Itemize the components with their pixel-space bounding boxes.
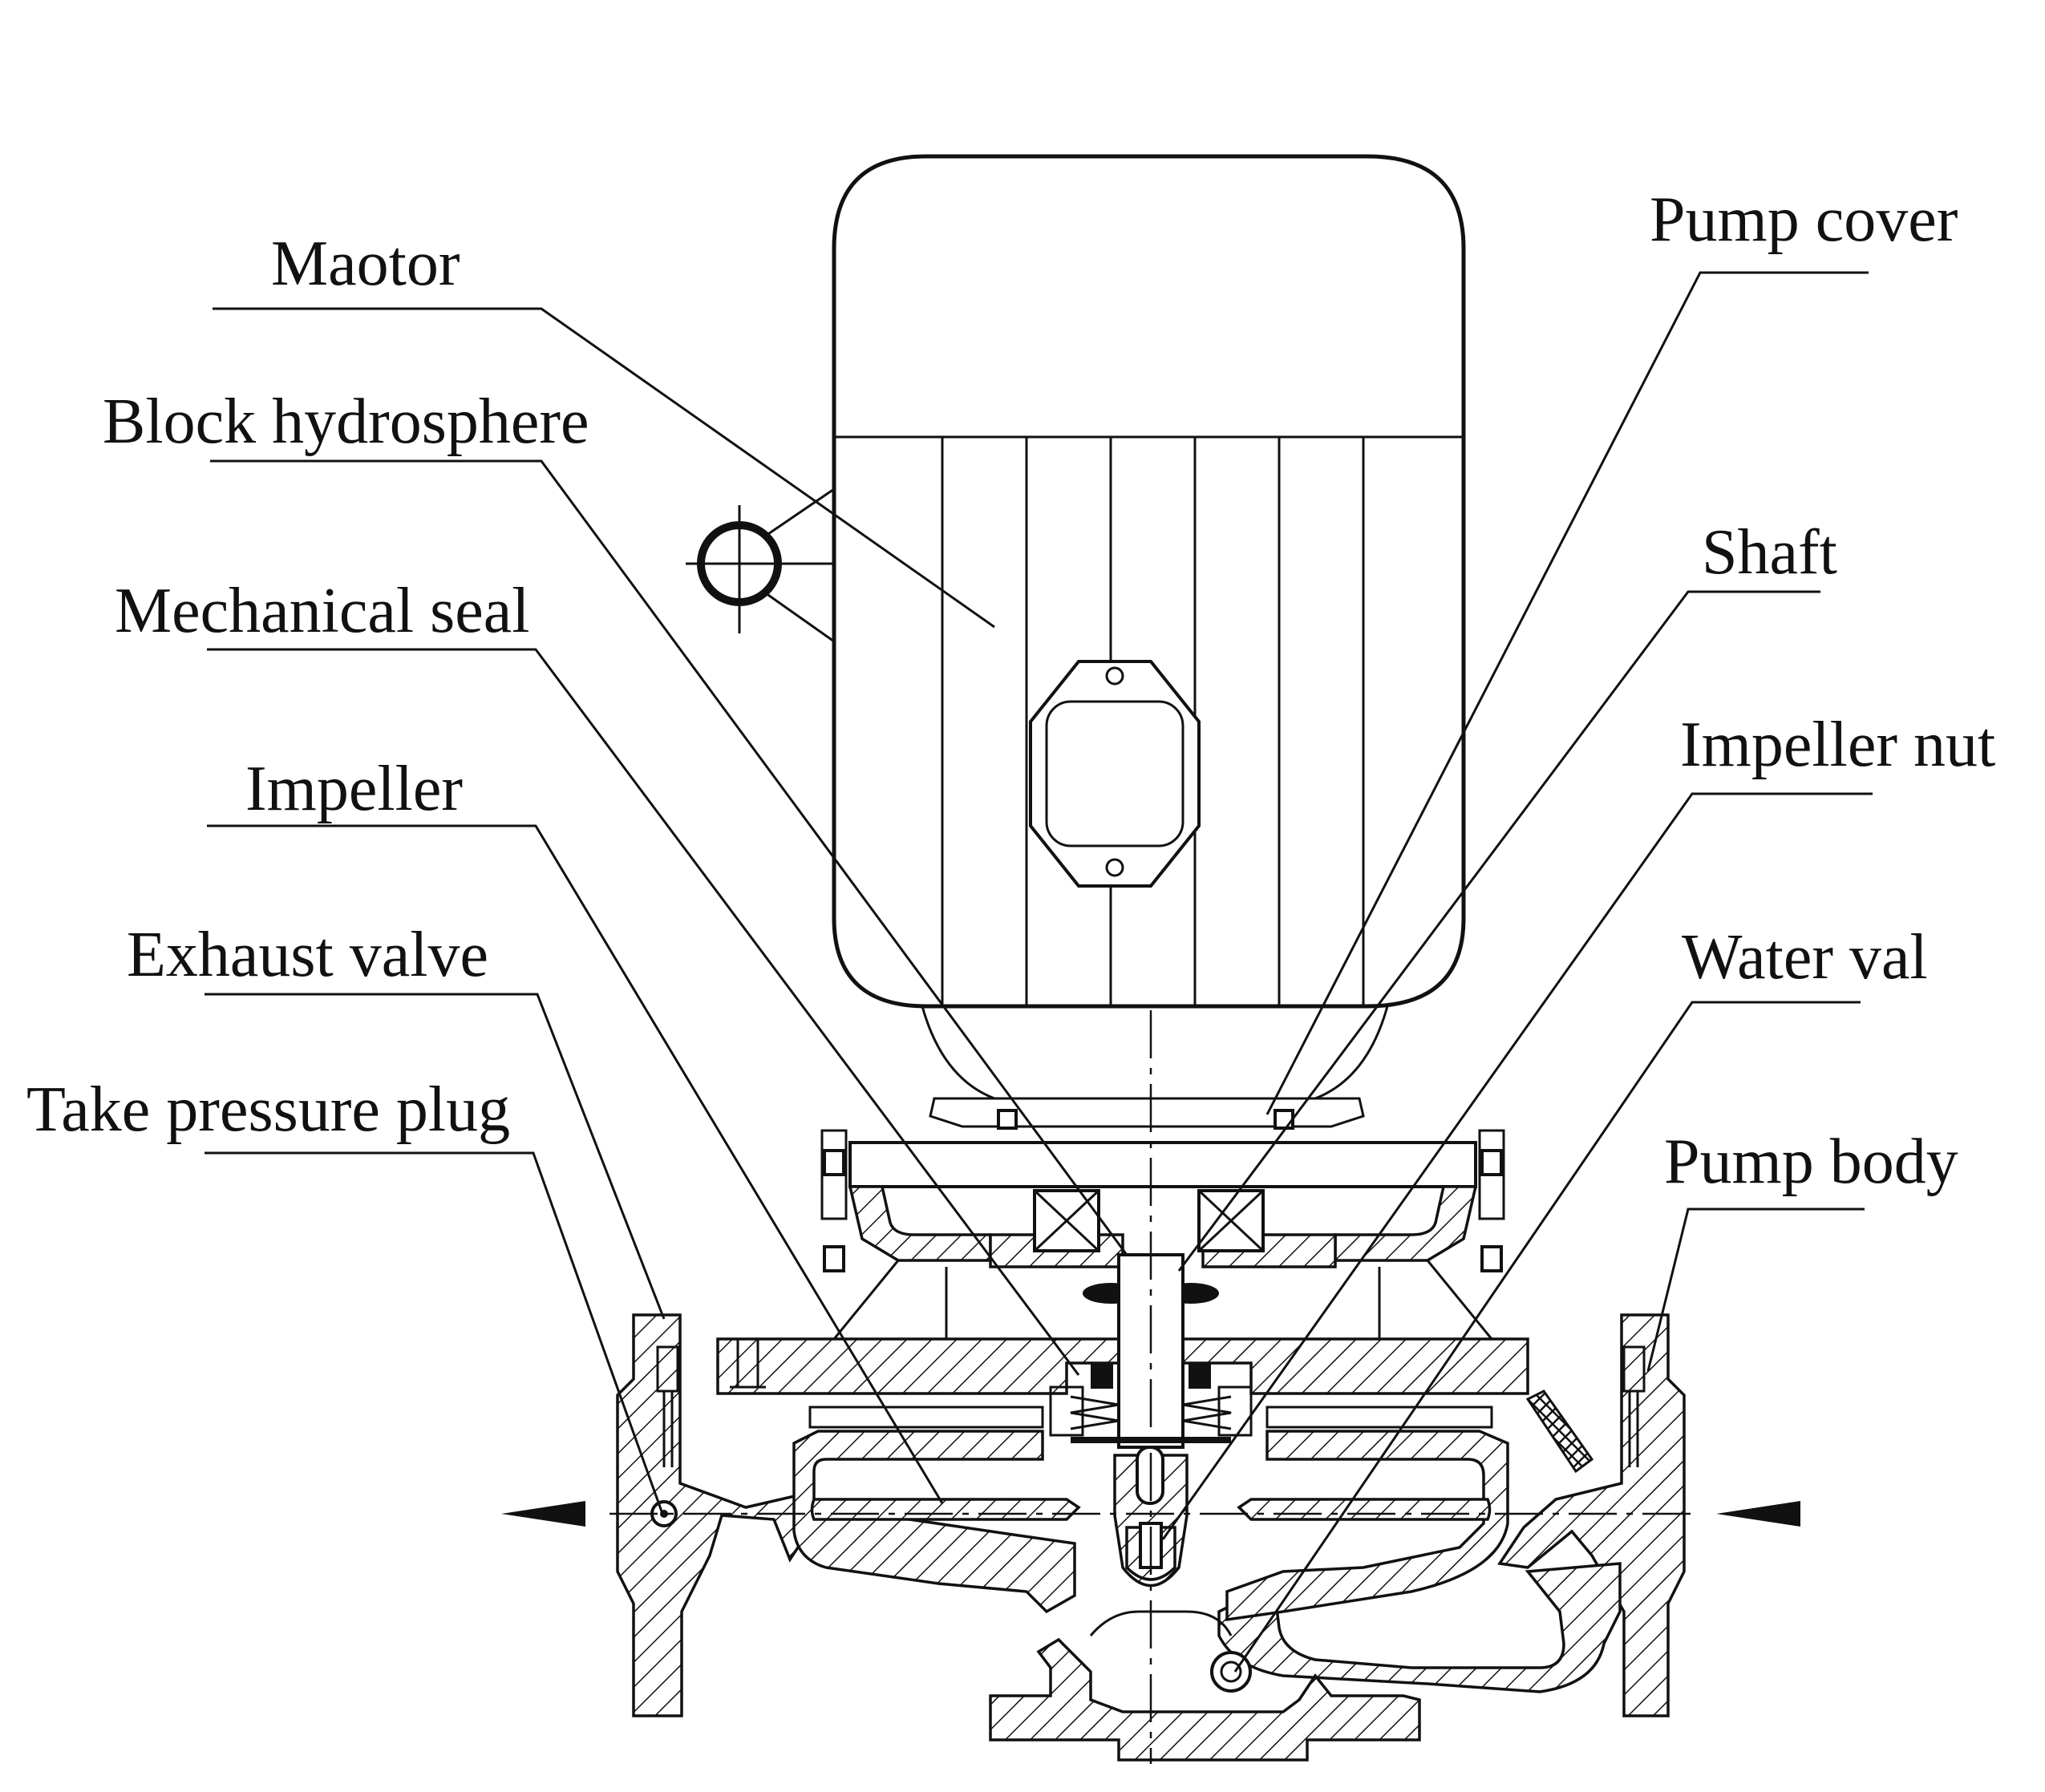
inlet-chamber-right xyxy=(1265,1406,1493,1429)
label-impeller-nut: Impeller nut xyxy=(1680,710,1995,780)
motor-housing xyxy=(832,154,1466,1009)
pump-body-right-fitting xyxy=(1622,1345,1646,1467)
left-drain-plug xyxy=(730,1339,766,1389)
pump-base-inner xyxy=(1089,1610,1233,1636)
pump-body xyxy=(616,1313,1686,1762)
outlet-elbow-passage xyxy=(1217,1562,1622,1693)
pump-base xyxy=(989,1637,1421,1762)
labels: Maotor Block hydrosphere Mechanical seal… xyxy=(26,184,1995,1197)
bracket-right-leg xyxy=(1378,1260,1493,1347)
cover-bolts xyxy=(823,1109,1503,1272)
label-take-pressure-plug: Take pressure plug xyxy=(26,1074,510,1145)
flow-arrow-left xyxy=(501,1501,585,1527)
flow-arrow-right xyxy=(1716,1501,1800,1527)
label-shaft: Shaft xyxy=(1702,517,1837,588)
lifting-eye xyxy=(686,487,835,643)
label-maotor: Maotor xyxy=(271,229,460,299)
label-pump-body: Pump body xyxy=(1664,1127,1958,1197)
bracket-left-leg xyxy=(832,1260,948,1347)
label-mechanical-seal: Mechanical seal xyxy=(115,576,530,646)
label-exhaust-valve: Exhaust valve xyxy=(127,920,488,990)
motor-mount-plate xyxy=(929,1097,1365,1128)
inlet-chamber-left xyxy=(808,1406,1044,1429)
right-vent-mesh xyxy=(1525,1390,1594,1474)
label-block-hydrosphere: Block hydrosphere xyxy=(103,386,589,457)
inlet-flange-left xyxy=(616,1313,824,1717)
label-water-val: Water val xyxy=(1682,922,1928,993)
pump-body-top-plate xyxy=(716,1337,1529,1395)
bearing-left xyxy=(1033,1189,1100,1252)
leader-lines xyxy=(204,271,1873,1673)
label-impeller: Impeller xyxy=(245,754,463,824)
motor xyxy=(686,154,1466,1128)
terminal-box xyxy=(1029,660,1201,888)
volute-left xyxy=(792,1430,1076,1614)
label-pump-cover: Pump cover xyxy=(1650,184,1958,255)
exhaust-valve-fitting xyxy=(656,1345,679,1467)
volute-right xyxy=(1225,1430,1509,1622)
